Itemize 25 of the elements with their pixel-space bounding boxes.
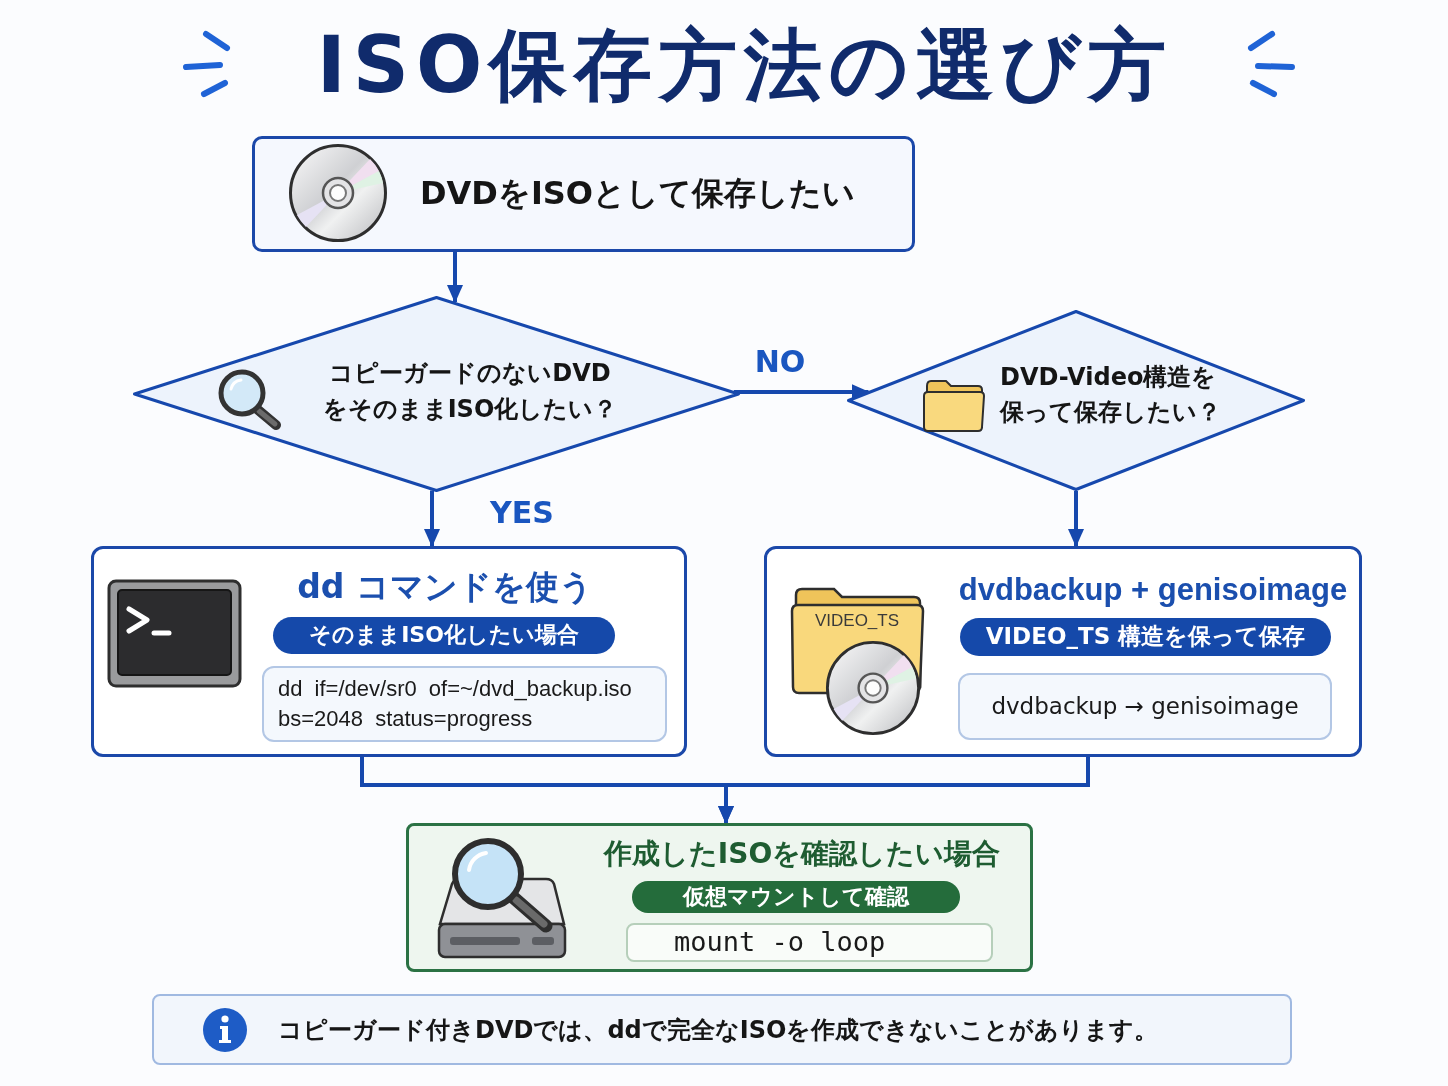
tag-label: VIDEO_TS 構造を保って保存 [960,618,1331,656]
process-box [764,546,1362,757]
heading: dvdbackup + genisoimage [958,570,1348,609]
tag-label: 仮想マウントして確認 [632,881,960,913]
folder-label: VIDEO_TS [814,610,900,632]
heading: dd コマンドを使う [297,566,593,608]
decision-diamond [133,296,740,492]
command-box: mount -o loop [626,923,993,962]
result-box [406,823,1033,972]
question-text: コピーガードのないDVDをそのままISO化したい？ [321,358,619,425]
title: ISO保存方法の選び方 [316,19,1174,113]
arrow [447,252,463,303]
arrow [424,490,440,547]
process-box [252,136,915,252]
tag-label: そのままISO化したい場合 [273,617,615,654]
process-box [91,546,687,757]
command-box: dd if=/dev/sr0 of=~/dvd_backup.iso bs=2048 status=progress [262,666,667,742]
command-box: dvdbackup → genisoimage [958,673,1332,740]
decision-diamond [847,310,1305,491]
arrow [1068,491,1084,547]
note-text: コピーガード付きDVDでは、ddで完全なISOを作成できないことがあります。 [278,1015,1159,1045]
note-box [152,994,1292,1065]
question-text: DVD-Video構造を保って保存したい？ [1000,362,1222,428]
heading: 作成したISOを確認したい場合 [603,835,1001,871]
step-text: DVDをISOとして保存したい [420,173,856,213]
